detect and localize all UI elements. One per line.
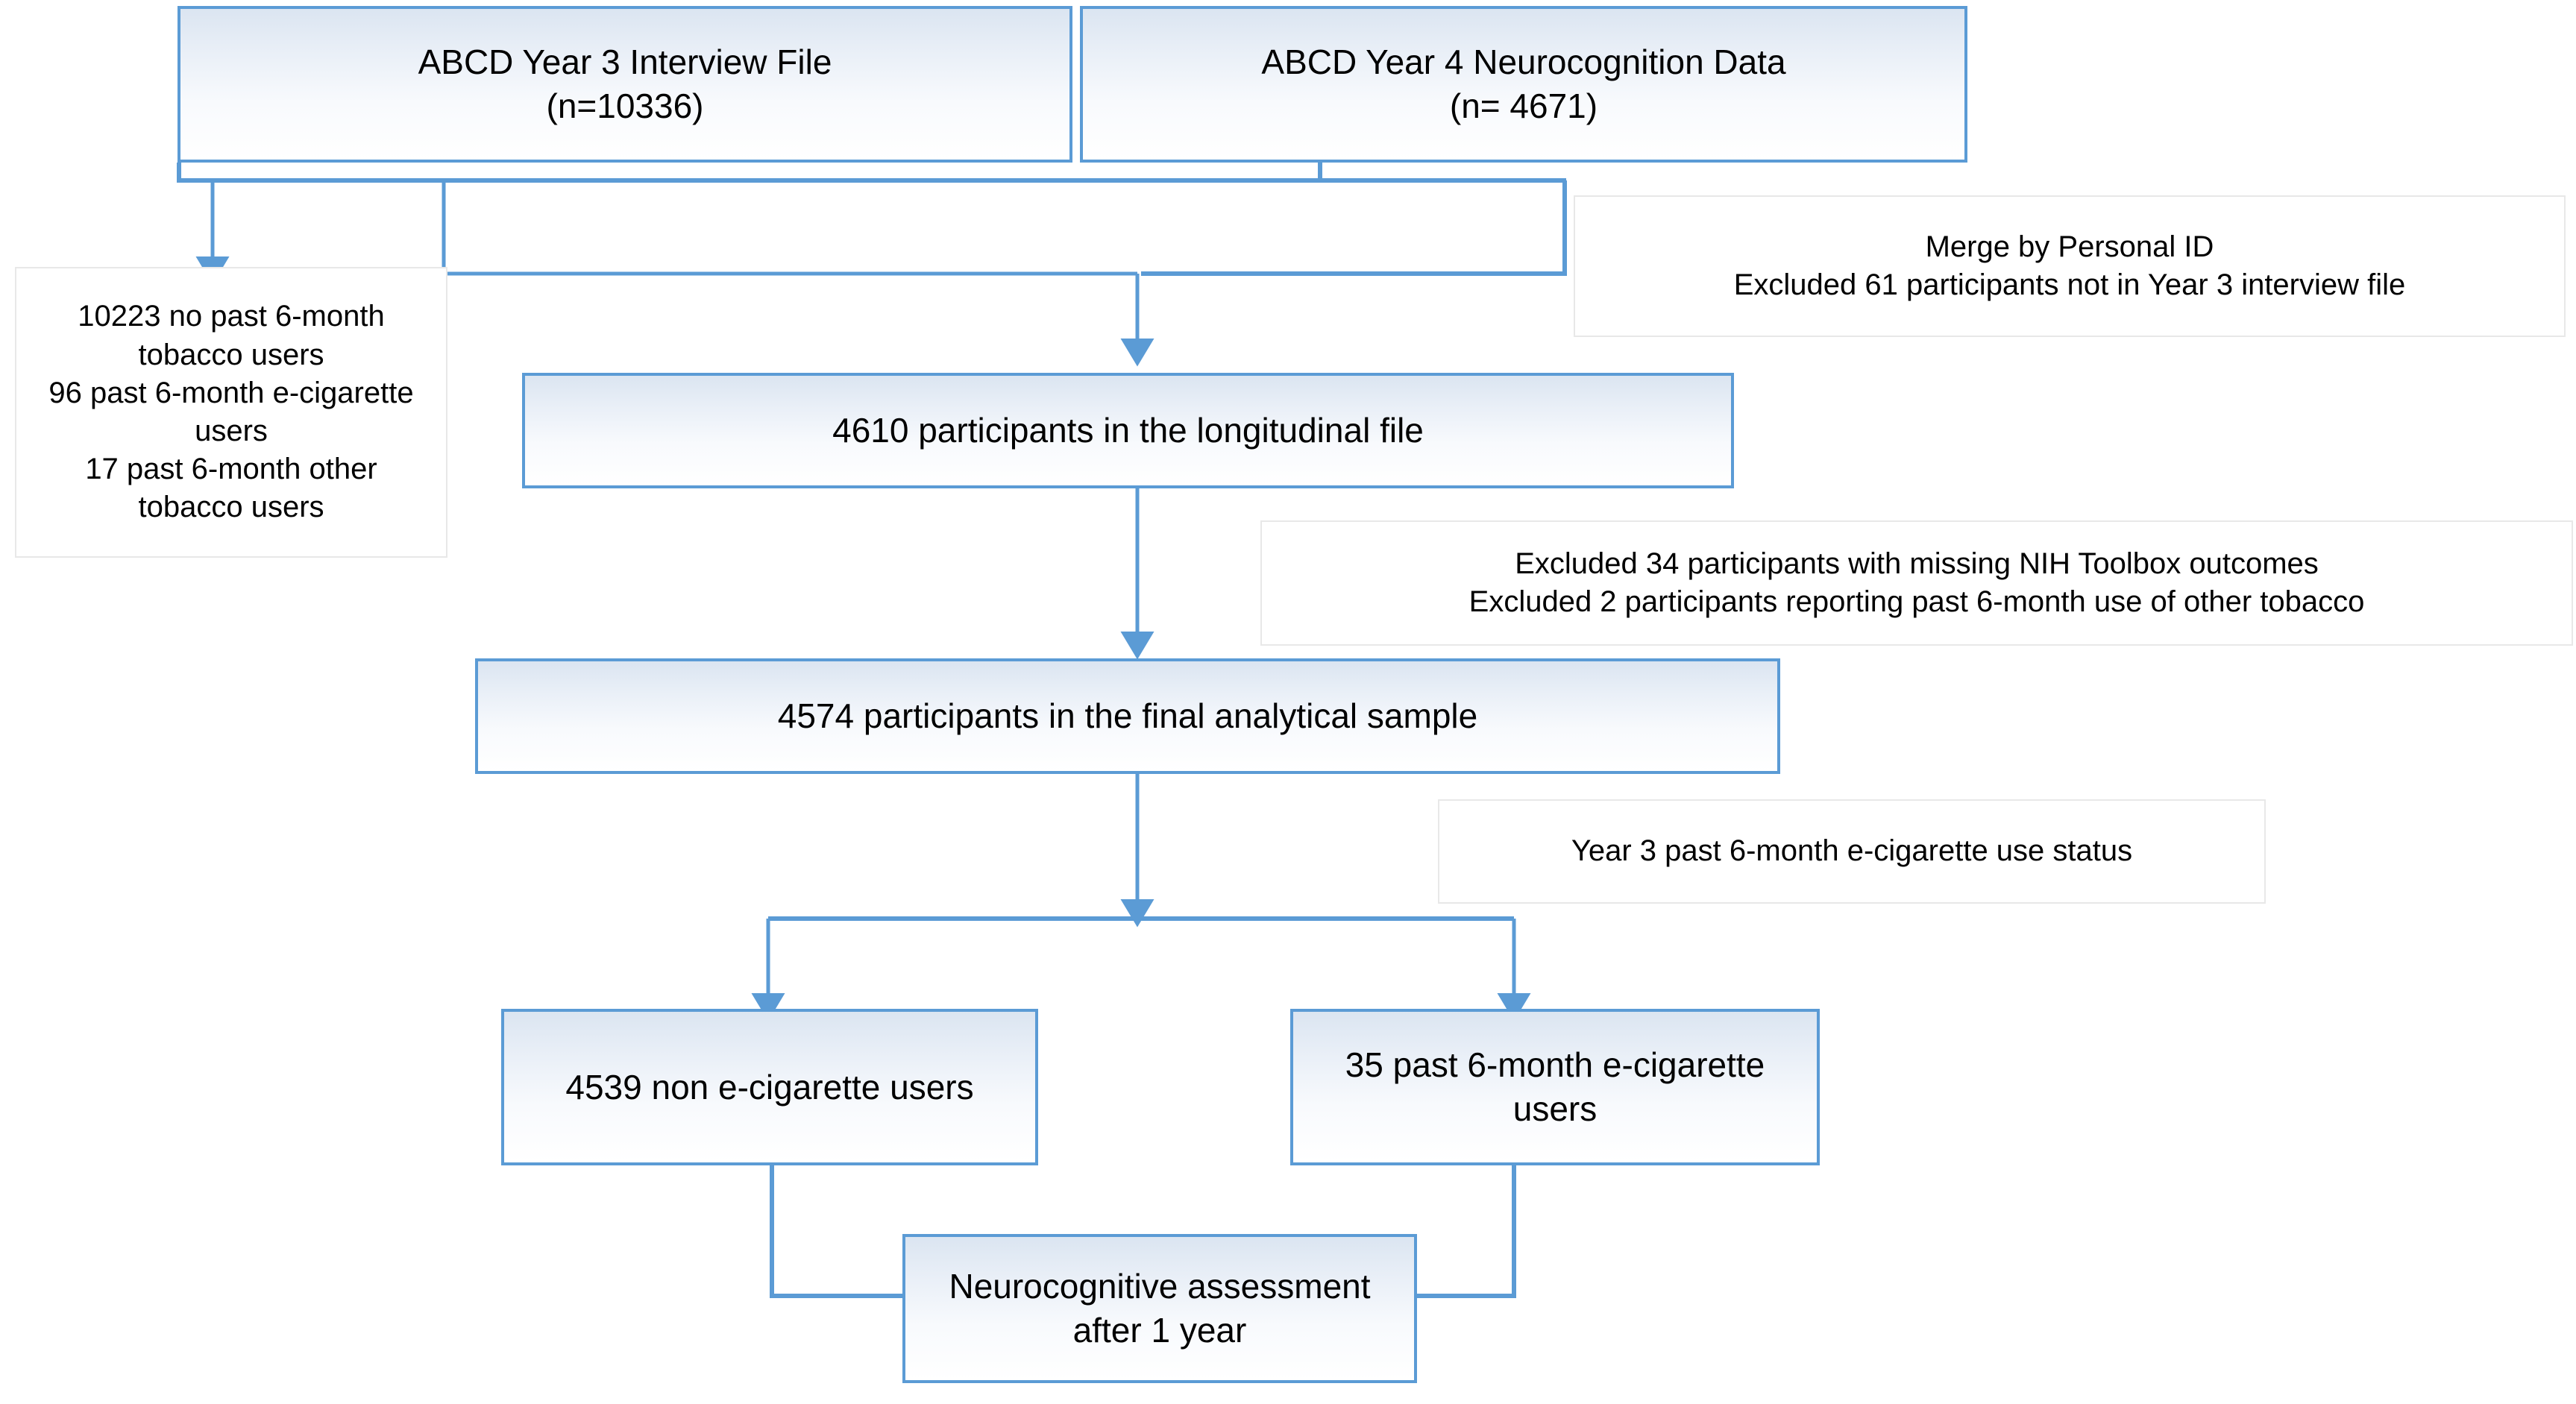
connector-non-ecig-to-assessment [770,1165,906,1298]
node-longitudinal-file[interactable]: 4610 participants in the longitudinal fi… [522,373,1734,488]
node-year4-neurocognition-data-label: ABCD Year 4 Neurocognition Data (n= 4671… [1261,43,1786,125]
connector-top-rail [177,163,1320,183]
node-merge-note-label: Merge by Personal ID Excluded 61 partici… [1733,230,2406,301]
node-neurocognitive-assessment-label: Neurocognitive assessment after 1 year [949,1267,1371,1350]
node-final-analytical-sample[interactable]: 4574 participants in the final analytica… [475,658,1780,774]
node-excluded-missing-outcomes-note-label: Excluded 34 participants with missing NI… [1468,547,2365,618]
node-ecig-users[interactable]: 35 past 6-month e-cigarette users [1290,1009,1820,1165]
node-excluded-missing-outcomes-note[interactable]: Excluded 34 participants with missing NI… [1260,520,2573,646]
node-neurocognitive-assessment[interactable]: Neurocognitive assessment after 1 year [902,1234,1417,1383]
node-non-ecig-users-label: 4539 non e-cigarette users [565,1067,974,1106]
node-longitudinal-file-label: 4610 participants in the longitudinal fi… [832,411,1424,450]
connector-year4-rail [1318,163,1566,183]
node-exposure-status-note[interactable]: Year 3 past 6-month e-cigarette use stat… [1438,799,2266,904]
node-final-analytical-sample-label: 4574 participants in the final analytica… [777,696,1478,736]
connector-year4-to-merge [1141,180,1567,276]
node-year4-neurocognition-data[interactable]: ABCD Year 4 Neurocognition Data (n= 4671… [1080,6,1967,163]
connector-ecig-to-assessment [1417,1165,1516,1298]
node-merge-note[interactable]: Merge by Personal ID Excluded 61 partici… [1574,195,2566,337]
node-excluded-tobacco-users[interactable]: 10223 no past 6-month tobacco users 96 p… [15,267,447,558]
node-exposure-status-note-label: Year 3 past 6-month e-cigarette use stat… [1571,834,2133,868]
node-excluded-tobacco-users-label: 10223 no past 6-month tobacco users 96 p… [48,300,414,524]
node-year3-interview-file[interactable]: ABCD Year 3 Interview File (n=10336) [178,6,1072,163]
node-year3-interview-file-label: ABCD Year 3 Interview File (n=10336) [418,43,832,125]
connector-year3-to-merge [442,180,1137,276]
node-ecig-users-label: 35 past 6-month e-cigarette users [1345,1045,1765,1128]
node-non-ecig-users[interactable]: 4539 non e-cigarette users [501,1009,1038,1165]
